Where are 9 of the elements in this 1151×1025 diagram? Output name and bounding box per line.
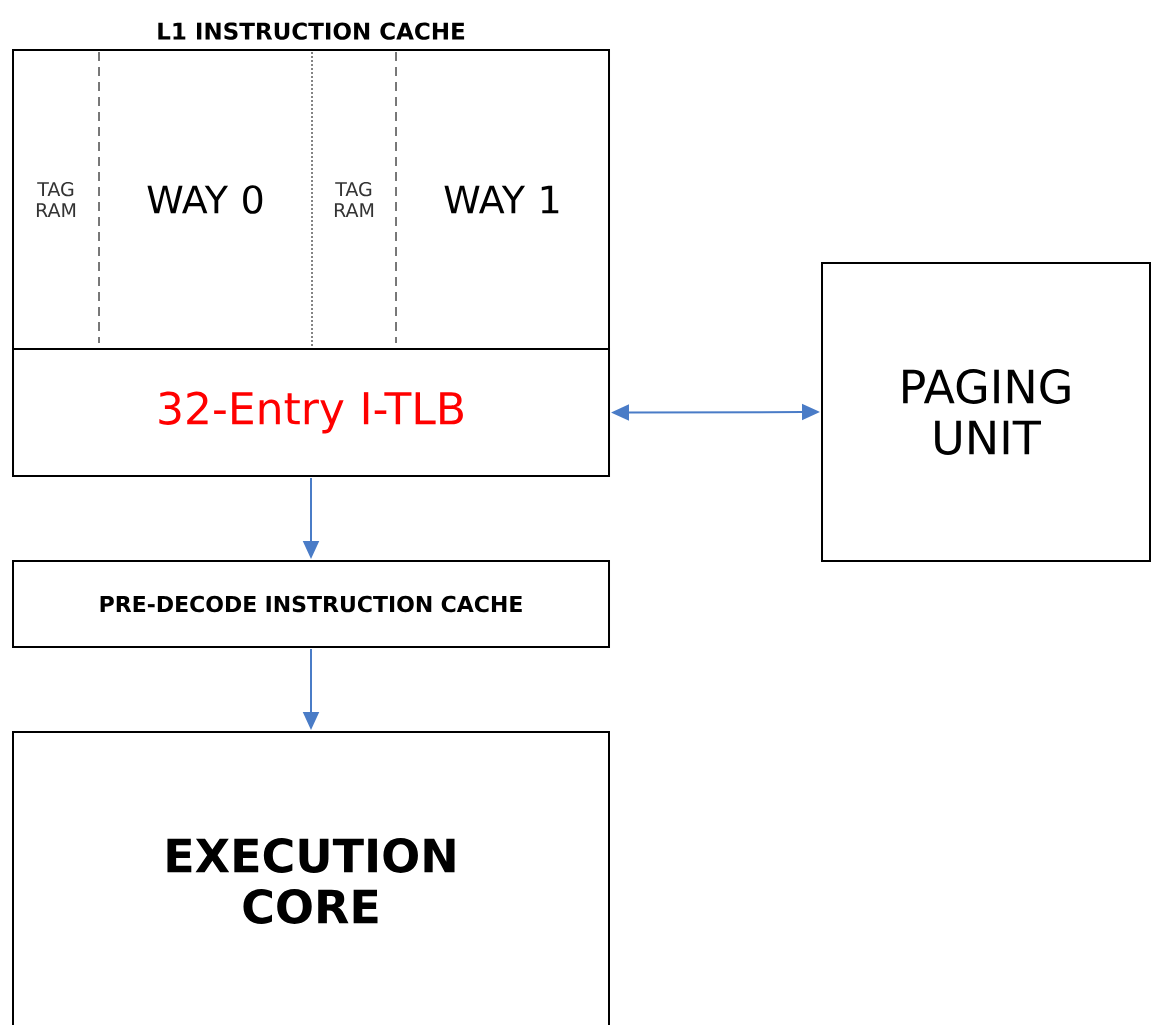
tag-ram-column: TAG RAM (36, 181, 76, 218)
tag-ram-column: TAG RAM (334, 181, 374, 218)
pre-decode-cache-box: PRE-DECODE INSTRUCTION CACHE (12, 560, 610, 648)
paging-unit-box: PAGING UNIT (821, 262, 1151, 562)
heading: L1 INSTRUCTION CACHE (158, 22, 465, 40)
tlb-box: 32-Entry I-TLB (12, 348, 610, 477)
way-column: WAY 1 (444, 185, 559, 214)
execution-core-box: EXECUTION CORE (12, 731, 610, 1025)
way-column: WAY 0 (147, 185, 263, 214)
